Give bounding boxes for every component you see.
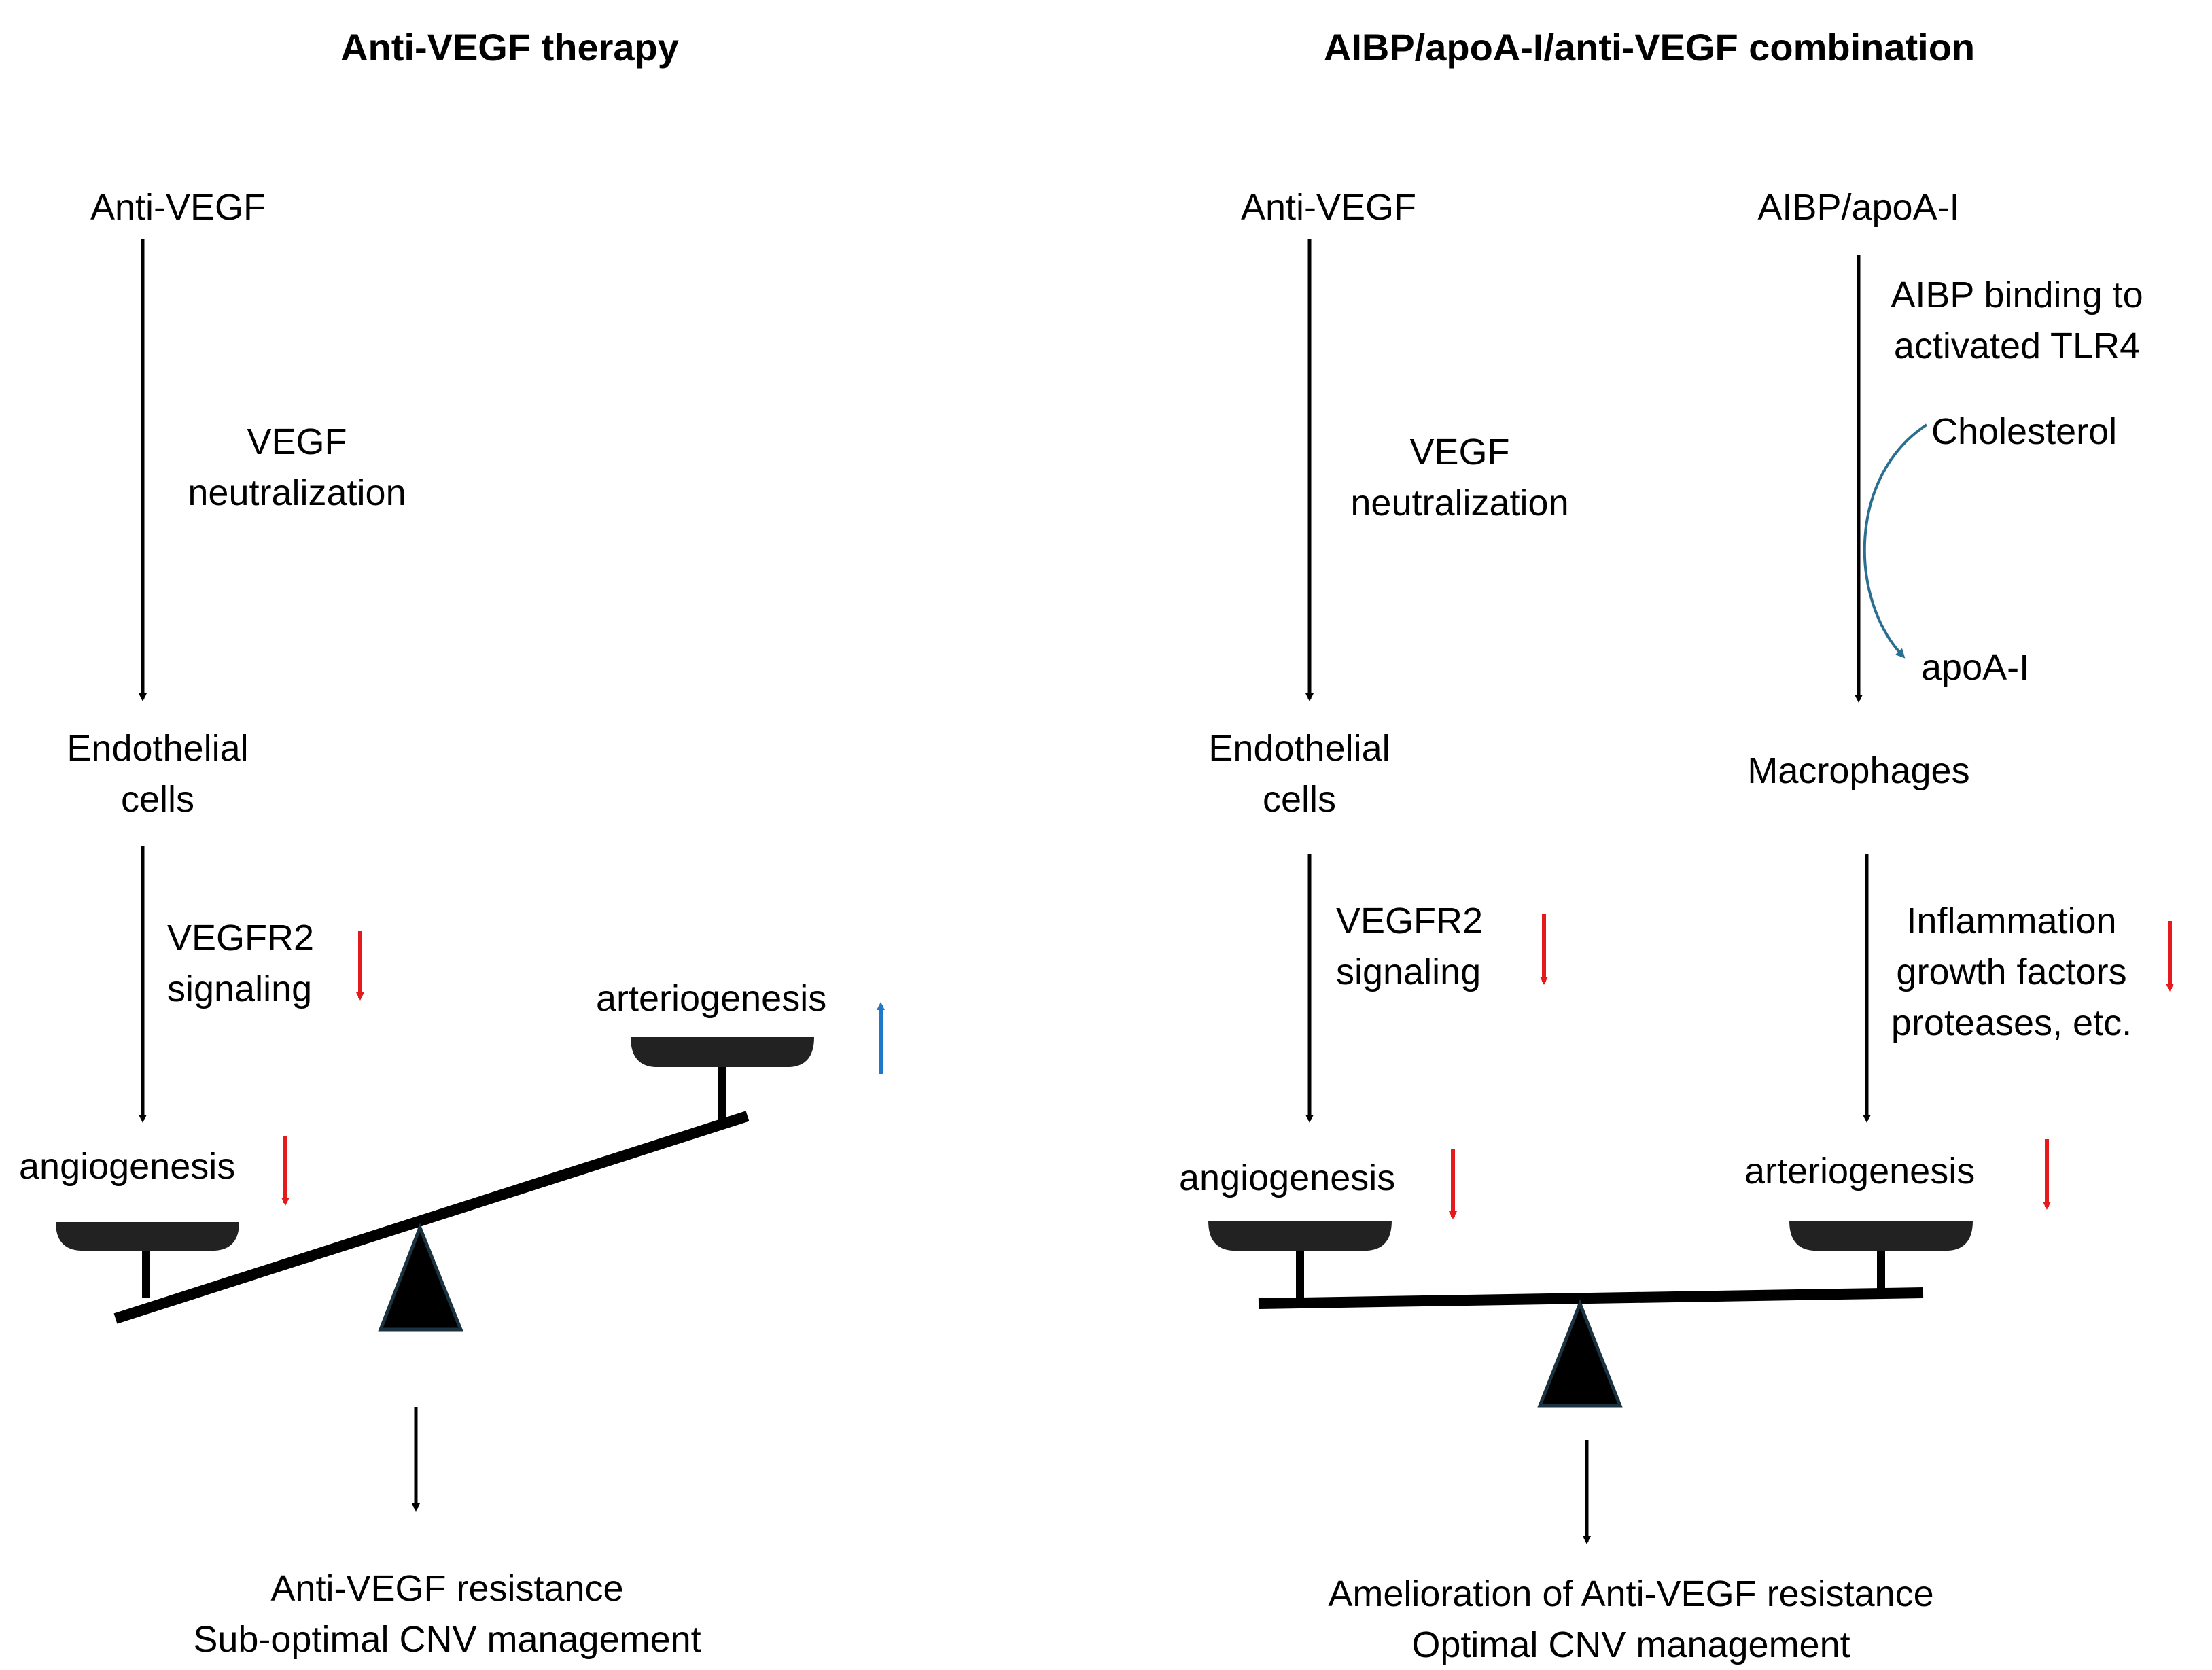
cholesterol-to-apoa-curve-arrow <box>1863 423 1928 659</box>
seesaw-beam-level <box>1258 1287 1924 1309</box>
left-pan-right <box>1208 1221 1392 1251</box>
left-outcome-line1: Anti-VEGF resistance <box>270 1568 624 1609</box>
right-pan-right <box>1789 1221 1973 1251</box>
left-pan <box>56 1222 239 1251</box>
endothelial-cells-right-line2: cells <box>1262 779 1337 820</box>
vegfr2-signaling-line1: VEGFR2 <box>167 918 315 958</box>
aibp-binding-line2: activated TLR4 <box>1893 326 2141 366</box>
inflammation-line2: growth factors <box>1896 952 2127 992</box>
endothelial-cells-right-line1: Endothelial <box>1208 728 1390 769</box>
aibp-binding-line1: AIBP binding to <box>1891 275 2143 315</box>
left-outcome-line2: Sub-optimal CNV management <box>193 1619 701 1660</box>
apoa-label: apoA-I <box>1921 647 2030 688</box>
right-outcome-line1: Amelioration of Anti-VEGF resistance <box>1328 1573 1934 1614</box>
seesaw-fulcrum <box>378 1223 463 1332</box>
vegf-neutralization-line1: VEGF <box>247 421 347 462</box>
vegf-neutralization-right-line1: VEGF <box>1409 432 1510 472</box>
cholesterol-label: Cholesterol <box>1931 411 2118 452</box>
inflammation-line3: proteases, etc. <box>1891 1003 2132 1043</box>
seesaw-fulcrum-right <box>1537 1299 1623 1408</box>
endothelial-cells-line2: cells <box>120 779 195 820</box>
right-pan <box>631 1037 814 1067</box>
inflammation-line1: Inflammation <box>1906 901 2117 941</box>
angiogenesis-label-right: angiogenesis <box>1179 1158 1396 1198</box>
arteriogenesis-label: arteriogenesis <box>596 978 827 1019</box>
anti-vegf-label: Anti-VEGF <box>90 187 266 228</box>
vegfr2-signaling-line2: signaling <box>167 969 313 1009</box>
vegf-neutralization-right-line2: neutralization <box>1350 483 1569 523</box>
right-outcome-line2: Optimal CNV management <box>1411 1624 1850 1665</box>
endothelial-cells-line1: Endothelial <box>67 728 249 769</box>
right-panel-title: AIBP/apoA-I/anti-VEGF combination <box>1323 26 1976 69</box>
anti-vegf-label-right: Anti-VEGF <box>1240 187 1417 228</box>
seesaw-beam-tilted <box>113 1111 750 1324</box>
vegfr2-signaling-right-line1: VEGFR2 <box>1336 901 1484 941</box>
left-panel-title: Anti-VEGF therapy <box>340 26 679 69</box>
aibp-apoa-label: AIBP/apoA-I <box>1757 187 1960 228</box>
vegf-neutralization-line2: neutralization <box>188 472 406 513</box>
vegfr2-signaling-right-line2: signaling <box>1336 952 1481 992</box>
arteriogenesis-label-right: arteriogenesis <box>1744 1151 1976 1191</box>
angiogenesis-label: angiogenesis <box>19 1146 236 1187</box>
macrophages-label: Macrophages <box>1747 750 1970 791</box>
